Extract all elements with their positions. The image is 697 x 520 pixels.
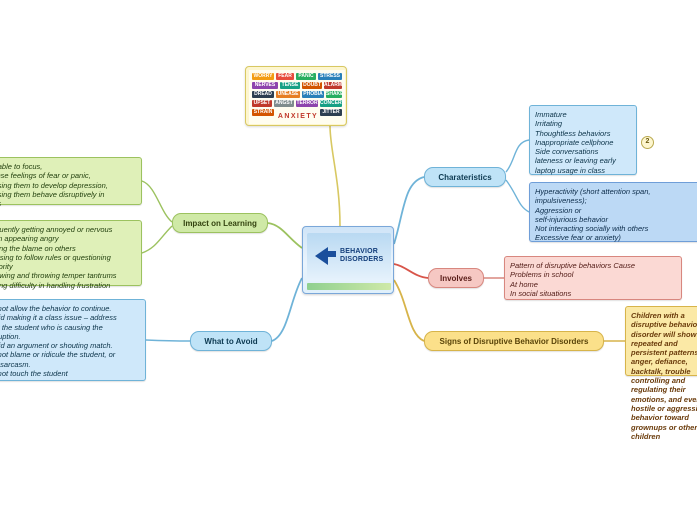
anxiety-label: ANXIETY [277,113,319,120]
word-chip: UNEASE [276,91,300,98]
branch-what-to-avoid[interactable]: What to Avoid [190,331,272,351]
word-chip: ALARM [324,82,343,89]
word-chip: DOUBT [302,82,322,89]
leaf-what-to-avoid-list[interactable]: Do not allow the behavior to continue. A… [0,299,146,381]
word-chip: FEAR [276,73,294,80]
word-chip: STRAIN [252,109,274,116]
arrow-right-icon [315,247,328,265]
central-image: BEHAVIOR DISORDERS [307,233,391,281]
word-chip: ANGST [274,100,294,107]
word-chip: UPSET [252,100,272,107]
word-chip: STRESS [318,73,342,80]
word-chip: CONCERN [320,100,346,107]
collapse-count-badge[interactable]: 2 [641,136,654,149]
branch-involves[interactable]: Involves [428,268,484,288]
word-chip: PANIC [296,73,316,80]
leaf-involves-details[interactable]: Pattern of disruptive behaviors Cause Pr… [504,256,682,300]
word-chip: JITTER [320,109,342,116]
word-chip: TERROR [296,100,318,107]
word-chip: NERVES [252,82,278,89]
word-chip: WORRY [252,73,274,80]
word-chip: SHAKE [326,91,344,98]
central-topic-node[interactable]: BEHAVIOR DISORDERS [302,226,394,294]
leaf-signs-details[interactable]: Children with a disruptive behavior diso… [625,306,697,441]
arrow-right-icon-tail [326,251,336,257]
central-topic-label: BEHAVIOR DISORDERS [340,248,384,263]
anxiety-word-cloud: WORRY FEAR PANIC STRESS NERVES TENSE DOU… [249,70,345,124]
branch-signs-of-disruptive-behavior[interactable]: Signs of Disruptive Behavior Disorders [424,331,604,351]
word-chip: DREAD [252,91,274,98]
central-image-footer [307,283,391,290]
anxiety-image-node[interactable]: WORRY FEAR PANIC STRESS NERVES TENSE DOU… [245,66,347,126]
word-chip: TENSE [280,82,300,89]
leaf-impact-effects[interactable]: Not able to focus, Intense feelings of f… [0,157,142,208]
branch-characteristics[interactable]: Charateristics [424,167,506,187]
word-chip: PHOBIA [302,91,324,98]
leaf-characteristics-clinical[interactable]: Hyperactivity (short attention span, imp… [529,182,697,242]
leaf-impact-behaviors[interactable]: Frequently getting annoyed or nervous Of… [0,220,142,290]
branch-impact-on-learning[interactable]: Impact on Learning [172,213,268,233]
leaf-characteristics-classroom[interactable]: Immature Irritating Thoughtless behavior… [529,105,637,175]
